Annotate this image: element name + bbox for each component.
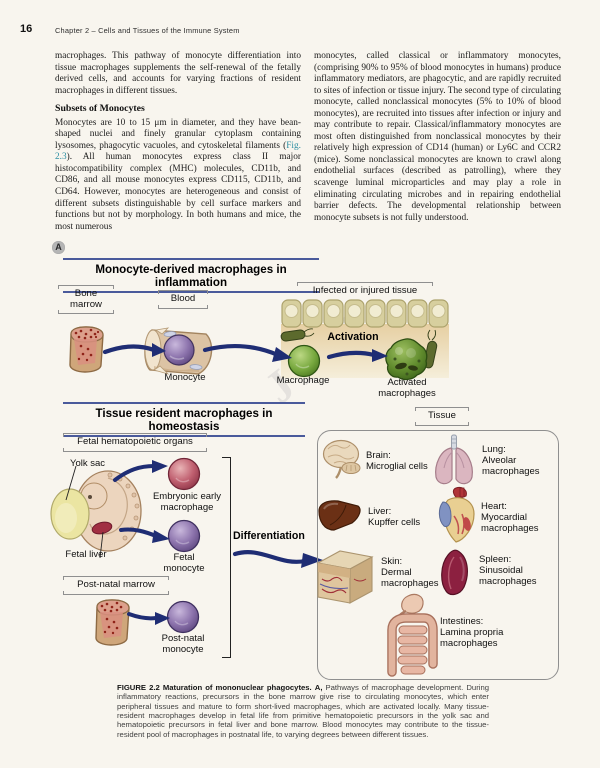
bacterium-icon bbox=[423, 329, 438, 369]
fetal-liver-shape bbox=[91, 521, 113, 535]
left-column: macrophages. This pathway of monocyte di… bbox=[55, 51, 301, 233]
heart-label: Heart: Myocardial macrophages bbox=[481, 501, 539, 534]
section-heading: Subsets of Monocytes bbox=[55, 103, 145, 115]
postnatal-monocyte-icon bbox=[166, 600, 200, 634]
tissue-organ-panel bbox=[317, 430, 559, 680]
paragraph-text: ). All human monocytes express class II … bbox=[55, 152, 301, 232]
activated-macrophages-label: Activated macrophages bbox=[378, 377, 436, 399]
postnatal-marrow-label: Post-natal marrow bbox=[63, 576, 169, 595]
lung-label: Lung: Alveolar macrophages bbox=[482, 444, 540, 477]
fetal-monocyte-icon bbox=[167, 519, 201, 553]
infected-tissue-label: Infected or injured tissue bbox=[297, 282, 433, 301]
arrow-bone-marrow-to-blood bbox=[102, 343, 166, 357]
activated-macrophage-icon bbox=[385, 338, 428, 381]
activation-label: Activation bbox=[327, 331, 379, 343]
arrow-marrow-to-monocyte bbox=[127, 612, 170, 625]
embryonic-macrophage-label: Embryonic early macrophage bbox=[152, 491, 222, 513]
differentiation-label: Differentiation bbox=[233, 530, 305, 542]
fetal-liver-label: Fetal liver bbox=[65, 549, 107, 560]
arrow-yolk-sac-to-macrophage bbox=[113, 460, 168, 482]
figure-cross-reference-link[interactable]: Fig. 2.3 bbox=[55, 140, 301, 163]
paragraph: monocytes, called classical or inflammat… bbox=[314, 51, 561, 223]
macrophage-icon bbox=[287, 344, 321, 378]
right-column: monocytes, called classical or inflammat… bbox=[314, 51, 561, 224]
caption-part-letter: A, bbox=[314, 683, 323, 692]
brain-icon bbox=[322, 439, 361, 479]
embryonic-macrophage-icon bbox=[167, 457, 201, 491]
yolk-sac-label: Yolk sac bbox=[70, 458, 106, 469]
arrow-blood-to-tissue bbox=[202, 344, 292, 362]
intestines-label: Intestines: Lamina propria macrophages bbox=[440, 616, 504, 649]
caption-text: Pathways of macrophage development. Duri… bbox=[117, 683, 490, 739]
arrow-activation bbox=[326, 349, 388, 362]
bone-marrow-icon bbox=[95, 599, 130, 646]
figure-panel-a-label: A bbox=[52, 241, 65, 254]
heart-icon bbox=[438, 487, 475, 543]
liver-label: Liver: Kupffer cells bbox=[368, 506, 421, 528]
homeostasis-section-title: Tissue resident macrophages in homeostas… bbox=[63, 402, 305, 437]
page-number: 16 bbox=[20, 23, 33, 35]
differentiation-bracket bbox=[222, 457, 231, 658]
monocyte-label: Monocyte bbox=[164, 372, 206, 383]
blood-vessel-illustration bbox=[144, 327, 213, 375]
running-head: Chapter 2 – Cells and Tissues of the Imm… bbox=[55, 26, 240, 35]
bacterium-icon bbox=[280, 328, 315, 342]
tissue-label: Tissue bbox=[415, 407, 469, 426]
macrophage-label: Macrophage bbox=[276, 375, 330, 386]
intestines-icon bbox=[387, 593, 438, 677]
fetal-hematopoietic-organs-label: Fetal hematopoietic organs bbox=[63, 433, 207, 452]
bone-marrow-label: Bone marrow bbox=[58, 285, 114, 315]
postnatal-monocyte-label: Post-natal monocyte bbox=[161, 633, 205, 655]
figure-caption: FIGURE 2.2 Maturation of mononuclear pha… bbox=[117, 683, 489, 739]
brain-label: Brain: Microglial cells bbox=[366, 450, 428, 472]
inflammation-section-title: Monocyte-derived macrophages in inflamma… bbox=[63, 258, 319, 293]
caption-title: Maturation of mononuclear phagocytes. bbox=[162, 683, 312, 692]
monocyte-cell bbox=[163, 334, 195, 366]
arrow-differentiation bbox=[232, 550, 323, 568]
paragraph-text: Monocytes are 10 to 15 μm in diameter, a… bbox=[55, 117, 301, 151]
arrow-fetal-liver-to-monocyte bbox=[119, 527, 170, 543]
caption-figure-number: FIGURE 2.2 bbox=[117, 683, 160, 692]
skin-label: Skin: Dermal macrophages bbox=[381, 556, 439, 589]
paragraph: macrophages. This pathway of monocyte di… bbox=[55, 51, 301, 96]
skin-icon bbox=[316, 550, 374, 604]
spleen-icon bbox=[441, 549, 468, 596]
lung-icon bbox=[435, 434, 473, 485]
fetal-monocyte-label: Fetal monocyte bbox=[163, 552, 205, 574]
spleen-label: Spleen: Sinusoidal macrophages bbox=[479, 554, 537, 587]
paragraph: Monocytes are 10 to 15 μm in diameter, a… bbox=[55, 118, 301, 233]
liver-icon bbox=[318, 500, 361, 531]
bone-marrow-icon bbox=[69, 326, 104, 373]
blood-label: Blood bbox=[158, 290, 208, 309]
